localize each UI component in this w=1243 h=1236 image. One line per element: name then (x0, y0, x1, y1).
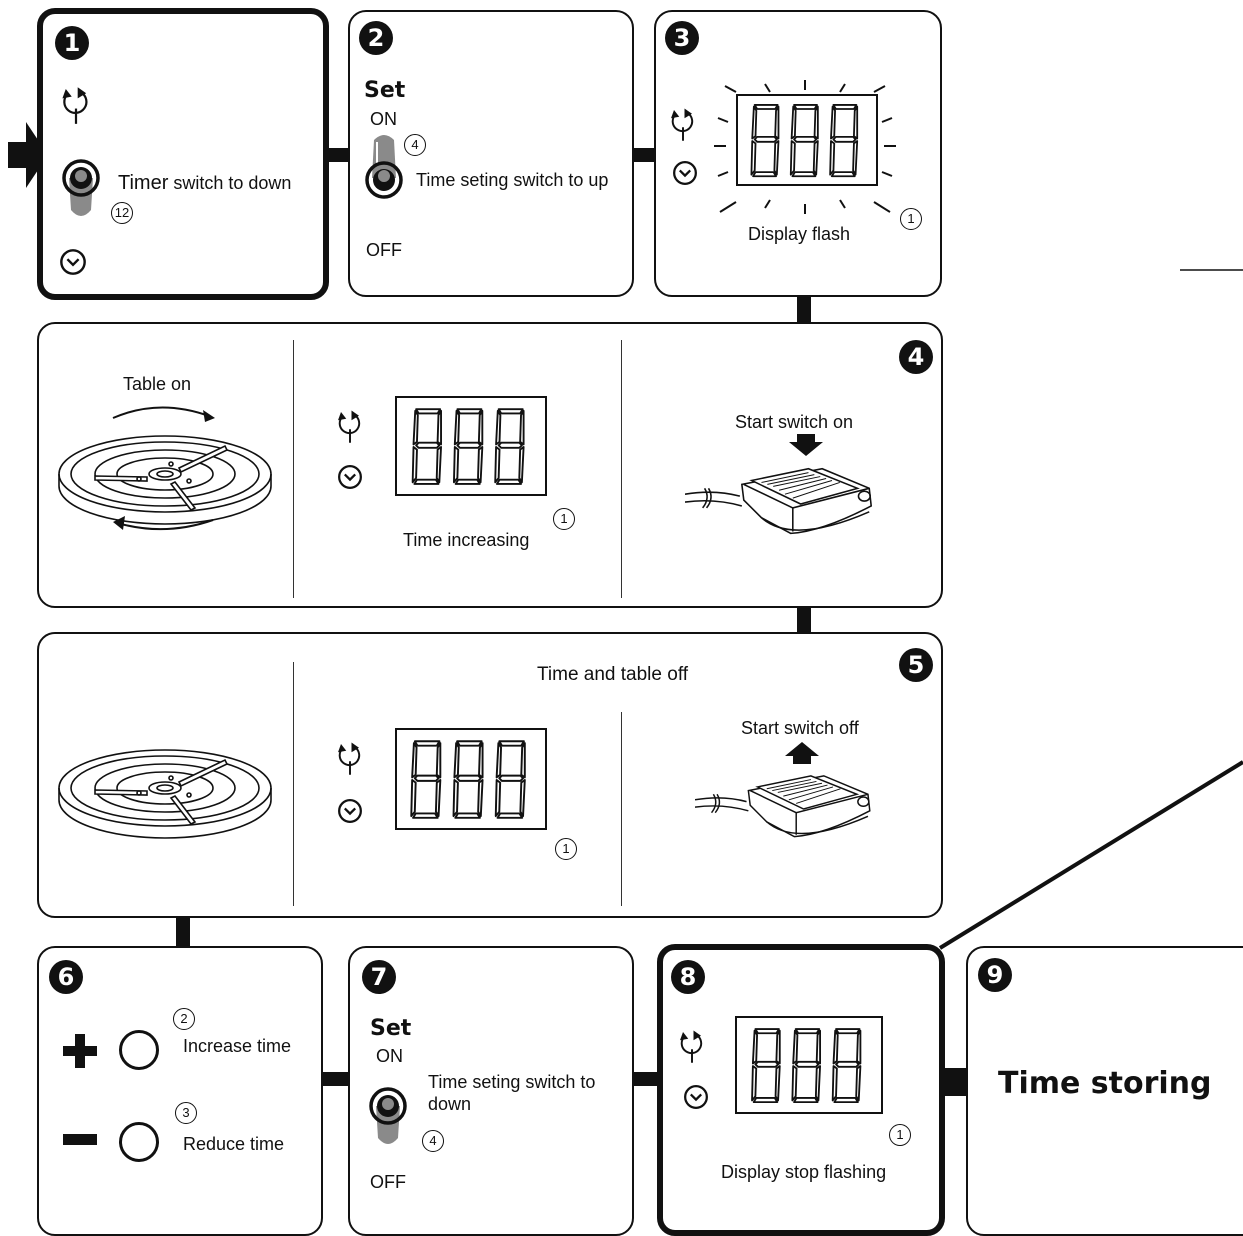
table-on-label: Table on (123, 374, 192, 394)
timer-word: Timer (118, 172, 169, 194)
reduce-time-label: Reduce time (183, 1134, 285, 1154)
time-setting-toggle-down-icon[interactable] (368, 1086, 408, 1148)
ref-4: 4 (422, 1130, 444, 1152)
connector-1-2 (325, 148, 350, 162)
timer-toggle-switch-icon[interactable] (61, 158, 101, 220)
clock-icon (337, 464, 363, 490)
divider (293, 662, 294, 906)
rotation-arrows-icon (112, 406, 215, 531)
timer-display (395, 728, 547, 830)
connector-2-3 (632, 148, 657, 162)
step-1-panel: 1 Timer switch to down 12 (37, 8, 329, 300)
cycle-icon (335, 406, 365, 448)
step-3-label: Display flash (748, 224, 851, 244)
switch-to-down-text: switch to down (168, 173, 292, 193)
step-4-panel: 4 Table on Time increasing 1 Start switc… (37, 322, 943, 608)
minus-icon (63, 1134, 97, 1145)
seven-segment-digits (745, 1024, 875, 1108)
step-5-badge: 5 (899, 648, 933, 682)
step-1-label: Timer switch to down (118, 172, 291, 195)
seven-segment-digits (405, 404, 539, 490)
up-arrow-icon (785, 742, 819, 764)
step-6-panel: 6 2 Increase time 3 Reduce time (37, 946, 323, 1236)
step-6-badge: 6 (49, 960, 83, 994)
divider (293, 340, 294, 598)
clock-icon (672, 160, 698, 186)
step-8-panel: 8 1 Display stop flashing (657, 944, 945, 1236)
connector-8-9 (942, 1068, 970, 1096)
turntable-icon (55, 424, 275, 534)
start-arrow-icon (8, 122, 48, 188)
step-3-badge: 3 (665, 21, 699, 55)
ref-1: 1 (553, 508, 575, 530)
reduce-time-button[interactable] (119, 1122, 159, 1162)
cycle-icon (335, 738, 365, 780)
step-1-badge: 1 (55, 26, 89, 60)
connector-7-8 (632, 1072, 660, 1086)
turntable-icon (55, 738, 275, 848)
cycle-icon (668, 104, 698, 146)
connector-6-7 (320, 1072, 350, 1086)
ref-1: 1 (900, 208, 922, 230)
start-switch-on-label: Start switch on (735, 412, 854, 432)
timer-display (395, 396, 547, 496)
step-7-label-line2: down (428, 1094, 472, 1114)
ref-2: 2 (173, 1008, 195, 1030)
clock-icon (337, 798, 363, 824)
cycle-icon (677, 1026, 707, 1068)
divider (621, 712, 622, 906)
step-8-label: Display stop flashing (721, 1162, 887, 1182)
step-7-badge: 7 (362, 960, 396, 994)
ref-4: 4 (404, 134, 426, 156)
ref-3: 3 (175, 1102, 197, 1124)
step-7-panel: 7 Set ON Time seting switch to down 4 OF… (348, 946, 634, 1236)
on-label: ON (376, 1046, 403, 1066)
step-7-label-line1: Time seting switch to (428, 1072, 596, 1092)
step-4-badge: 4 (899, 340, 933, 374)
down-arrow-icon (789, 434, 823, 456)
increase-time-button[interactable] (119, 1030, 159, 1070)
connector-4-5 (797, 607, 811, 633)
time-increasing-label: Time increasing (403, 530, 530, 550)
ref-1: 1 (889, 1124, 911, 1146)
on-label: ON (370, 109, 397, 129)
cycle-icon (59, 82, 93, 130)
step-9-badge: 9 (978, 958, 1012, 992)
step-5-title: Time and table off (537, 664, 689, 685)
step-2-panel: 2 Set ON 4 Time seting switch to up OFF (348, 10, 634, 297)
clock-icon (59, 248, 87, 276)
off-label: OFF (366, 240, 402, 260)
increase-time-label: Increase time (183, 1036, 292, 1056)
ref-12: 12 (111, 202, 133, 224)
foot-pedal-icon (685, 454, 881, 554)
plus-icon (63, 1034, 97, 1068)
ref-1: 1 (555, 838, 577, 860)
set-label: Set (370, 1016, 412, 1041)
clock-icon (683, 1084, 709, 1110)
step-2-badge: 2 (359, 21, 393, 55)
static-display (735, 1016, 883, 1114)
set-label: Set (364, 78, 406, 103)
step-2-label: Time seting switch to up (416, 170, 609, 190)
step-5-panel: 5 Time and table off 1 Start switch off (37, 632, 943, 918)
step-9-panel: 9 Time storing (966, 946, 1243, 1236)
divider (621, 340, 622, 598)
flash-rays (714, 80, 896, 214)
step-9-title: Time storing (998, 1066, 1212, 1101)
step-8-badge: 8 (671, 960, 705, 994)
seven-segment-digits (405, 736, 539, 824)
step-3-panel: 3 Display flash 1 (654, 10, 942, 297)
start-switch-off-label: Start switch off (741, 718, 859, 738)
time-setting-toggle-up-icon[interactable] (364, 134, 404, 200)
connector-3-4 (797, 295, 811, 323)
off-label: OFF (370, 1172, 406, 1192)
flashing-display (736, 94, 878, 186)
connector-5-6 (176, 917, 190, 947)
seven-segment-digits (744, 100, 872, 182)
foot-pedal-icon (695, 762, 879, 856)
